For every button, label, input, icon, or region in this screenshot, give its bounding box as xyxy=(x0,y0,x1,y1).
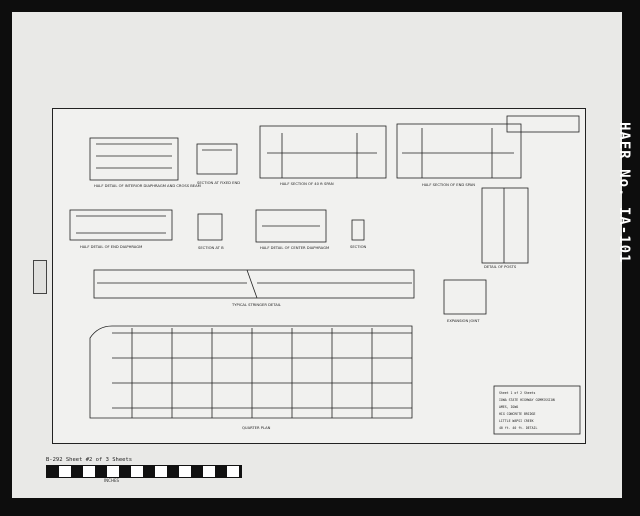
label-quarter-plan: QUARTER PLAN xyxy=(242,426,271,430)
end-span-section-drawing xyxy=(396,123,522,179)
interior-diaphragm-drawing xyxy=(89,137,179,181)
revision-table xyxy=(506,115,580,133)
haer-stamp: HAER No. IA-101 xyxy=(616,122,632,264)
label-section: SECTION xyxy=(350,245,366,249)
label-detail-posts: DETAIL OF POSTS xyxy=(484,265,517,269)
label-section-span: HALF SECTION OF 40 ft SPAN xyxy=(280,182,334,186)
title-block-line-5: LITTLE WAPSI CREEK xyxy=(499,419,534,423)
title-block-line-6: 40 ft. 40 ft. DETAIL xyxy=(499,426,537,430)
title-block-line-2: IOWA STATE HIGHWAY COMMISSION xyxy=(499,398,555,402)
title-block-line-4: HIG CONCRETE BRIDGE xyxy=(499,412,536,416)
quarter-plan-drawing xyxy=(89,325,413,419)
title-block-line-1: Sheet 1 of 2 Sheets xyxy=(499,391,536,395)
side-label-box xyxy=(33,260,47,294)
label-section-b: SECTION AT B xyxy=(198,246,224,250)
label-center-diaphragm: HALF DETAIL OF CENTER DIAPHRAGM xyxy=(260,246,329,250)
bottom-note: B-292 Sheet #2 of 3 Sheets xyxy=(46,457,133,463)
label-end-diaphragm: HALF DETAIL OF END DIAPHRAGM xyxy=(80,245,142,249)
label-interior-diaphragm: HALF DETAIL OF INTERIOR DIAPHRAGM AND CR… xyxy=(94,184,201,188)
expansion-joint-drawing xyxy=(443,279,487,315)
title-block xyxy=(493,385,581,435)
title-block-line-3: AMES, IOWA xyxy=(499,405,518,409)
measurement-ruler xyxy=(46,465,242,478)
stringer-drawing xyxy=(93,269,415,299)
label-section-end-span: HALF SECTION OF END SPAN xyxy=(422,183,475,187)
label-expansion-joint: EXPANSION JOINT xyxy=(447,319,480,323)
posts-drawing xyxy=(481,187,529,264)
label-section-fixed-end: SECTION AT FIXED END xyxy=(197,181,240,185)
span-section-drawing xyxy=(259,125,387,179)
label-typical-stringer: TYPICAL STRINGER DETAIL xyxy=(231,303,282,307)
engineering-drawing: HALF DETAIL OF INTERIOR DIAPHRAGM AND CR… xyxy=(69,115,581,435)
ruler-label: INCHES xyxy=(104,478,120,483)
drawing-border xyxy=(52,108,586,444)
